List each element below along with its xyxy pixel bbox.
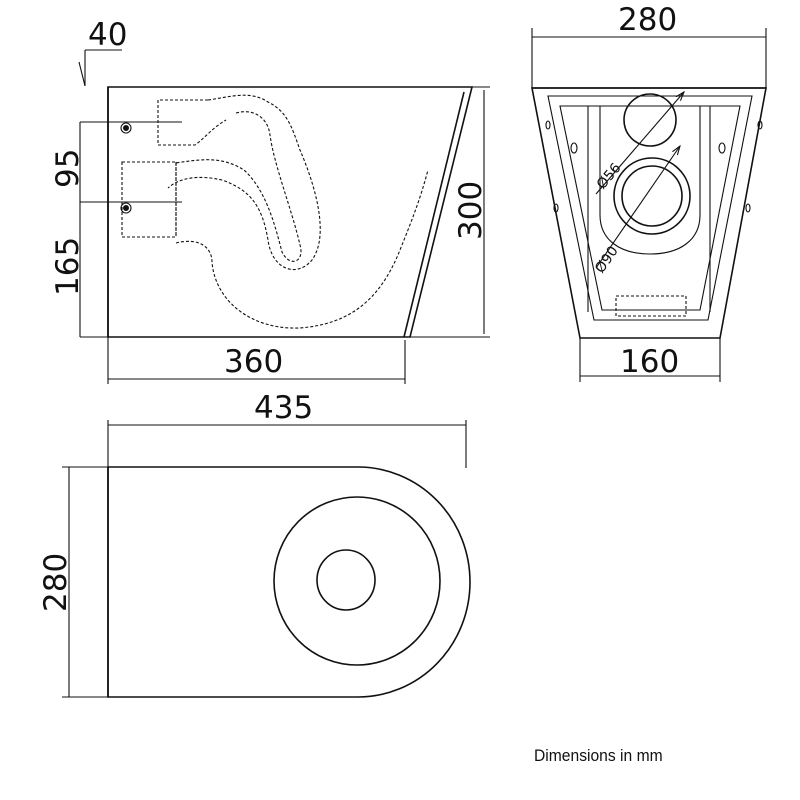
dim-plan-length: 435	[107, 390, 467, 468]
trap-outer	[167, 94, 321, 271]
plan-bowl-rim	[273, 496, 441, 666]
front-slot-right	[718, 142, 726, 154]
dim-side-length-label: 360	[224, 344, 283, 380]
pipe-large-inner	[621, 165, 683, 227]
dim-front-bottom-width: 160	[579, 338, 721, 382]
dim-front-top-width: 280	[531, 2, 767, 88]
dim-left-heights: 95 165	[50, 121, 182, 338]
front-foot-hidden	[615, 295, 687, 317]
dim-front-bottom-width-label: 160	[620, 344, 679, 380]
pipe-small	[623, 93, 677, 147]
dim-height-upper-label: 95	[50, 149, 86, 188]
plan-bowl-outlet	[316, 549, 376, 611]
inlet-box	[121, 161, 177, 238]
front-inner-frame	[547, 95, 753, 321]
front-rivet-2	[757, 120, 763, 130]
front-rivet-4	[745, 203, 751, 213]
fixing-bolt-upper	[120, 122, 132, 134]
front-view: 280 Ø56 Ø90 160	[531, 2, 767, 382]
plan-view: 435 280	[38, 390, 471, 698]
side-view: 40 95 165 300	[50, 17, 490, 384]
fixing-bolt-lower	[120, 202, 132, 214]
dim-total-height-label: 300	[453, 181, 489, 240]
dim-front-top-width-label: 280	[618, 2, 677, 38]
plan-outline	[107, 466, 471, 698]
trap-link	[157, 99, 227, 146]
dim-side-length: 360	[107, 337, 406, 384]
front-inner-frame-2	[559, 105, 741, 311]
fixing-bolt-upper-dot	[123, 125, 129, 131]
pipe-large-outer	[613, 157, 691, 235]
dim-plan-width-label: 280	[38, 553, 74, 612]
side-outline	[107, 86, 474, 338]
dim-total-height: 300	[410, 86, 490, 338]
dim-plan-width: 280	[38, 466, 108, 698]
trap-bottom-curve	[175, 169, 429, 329]
dim-height-lower-label: 165	[50, 237, 86, 296]
leader-small	[595, 92, 684, 195]
dim-top-offset-label: 40	[88, 17, 127, 53]
front-cavity	[599, 106, 701, 255]
pipe-large-label: Ø90	[592, 243, 622, 276]
units-caption: Dimensions in mm	[534, 746, 663, 765]
side-inner-wall	[403, 91, 465, 338]
fixing-bolt-lower-dot	[123, 205, 129, 211]
front-rivet-1	[545, 120, 551, 130]
front-outline	[531, 87, 767, 339]
front-slot-left	[570, 142, 578, 154]
dim-top-offset: 40	[78, 17, 127, 87]
trap-inner	[174, 111, 302, 262]
front-rivet-3	[553, 203, 559, 213]
dim-plan-length-label: 435	[254, 390, 313, 426]
leader-large	[595, 146, 680, 269]
